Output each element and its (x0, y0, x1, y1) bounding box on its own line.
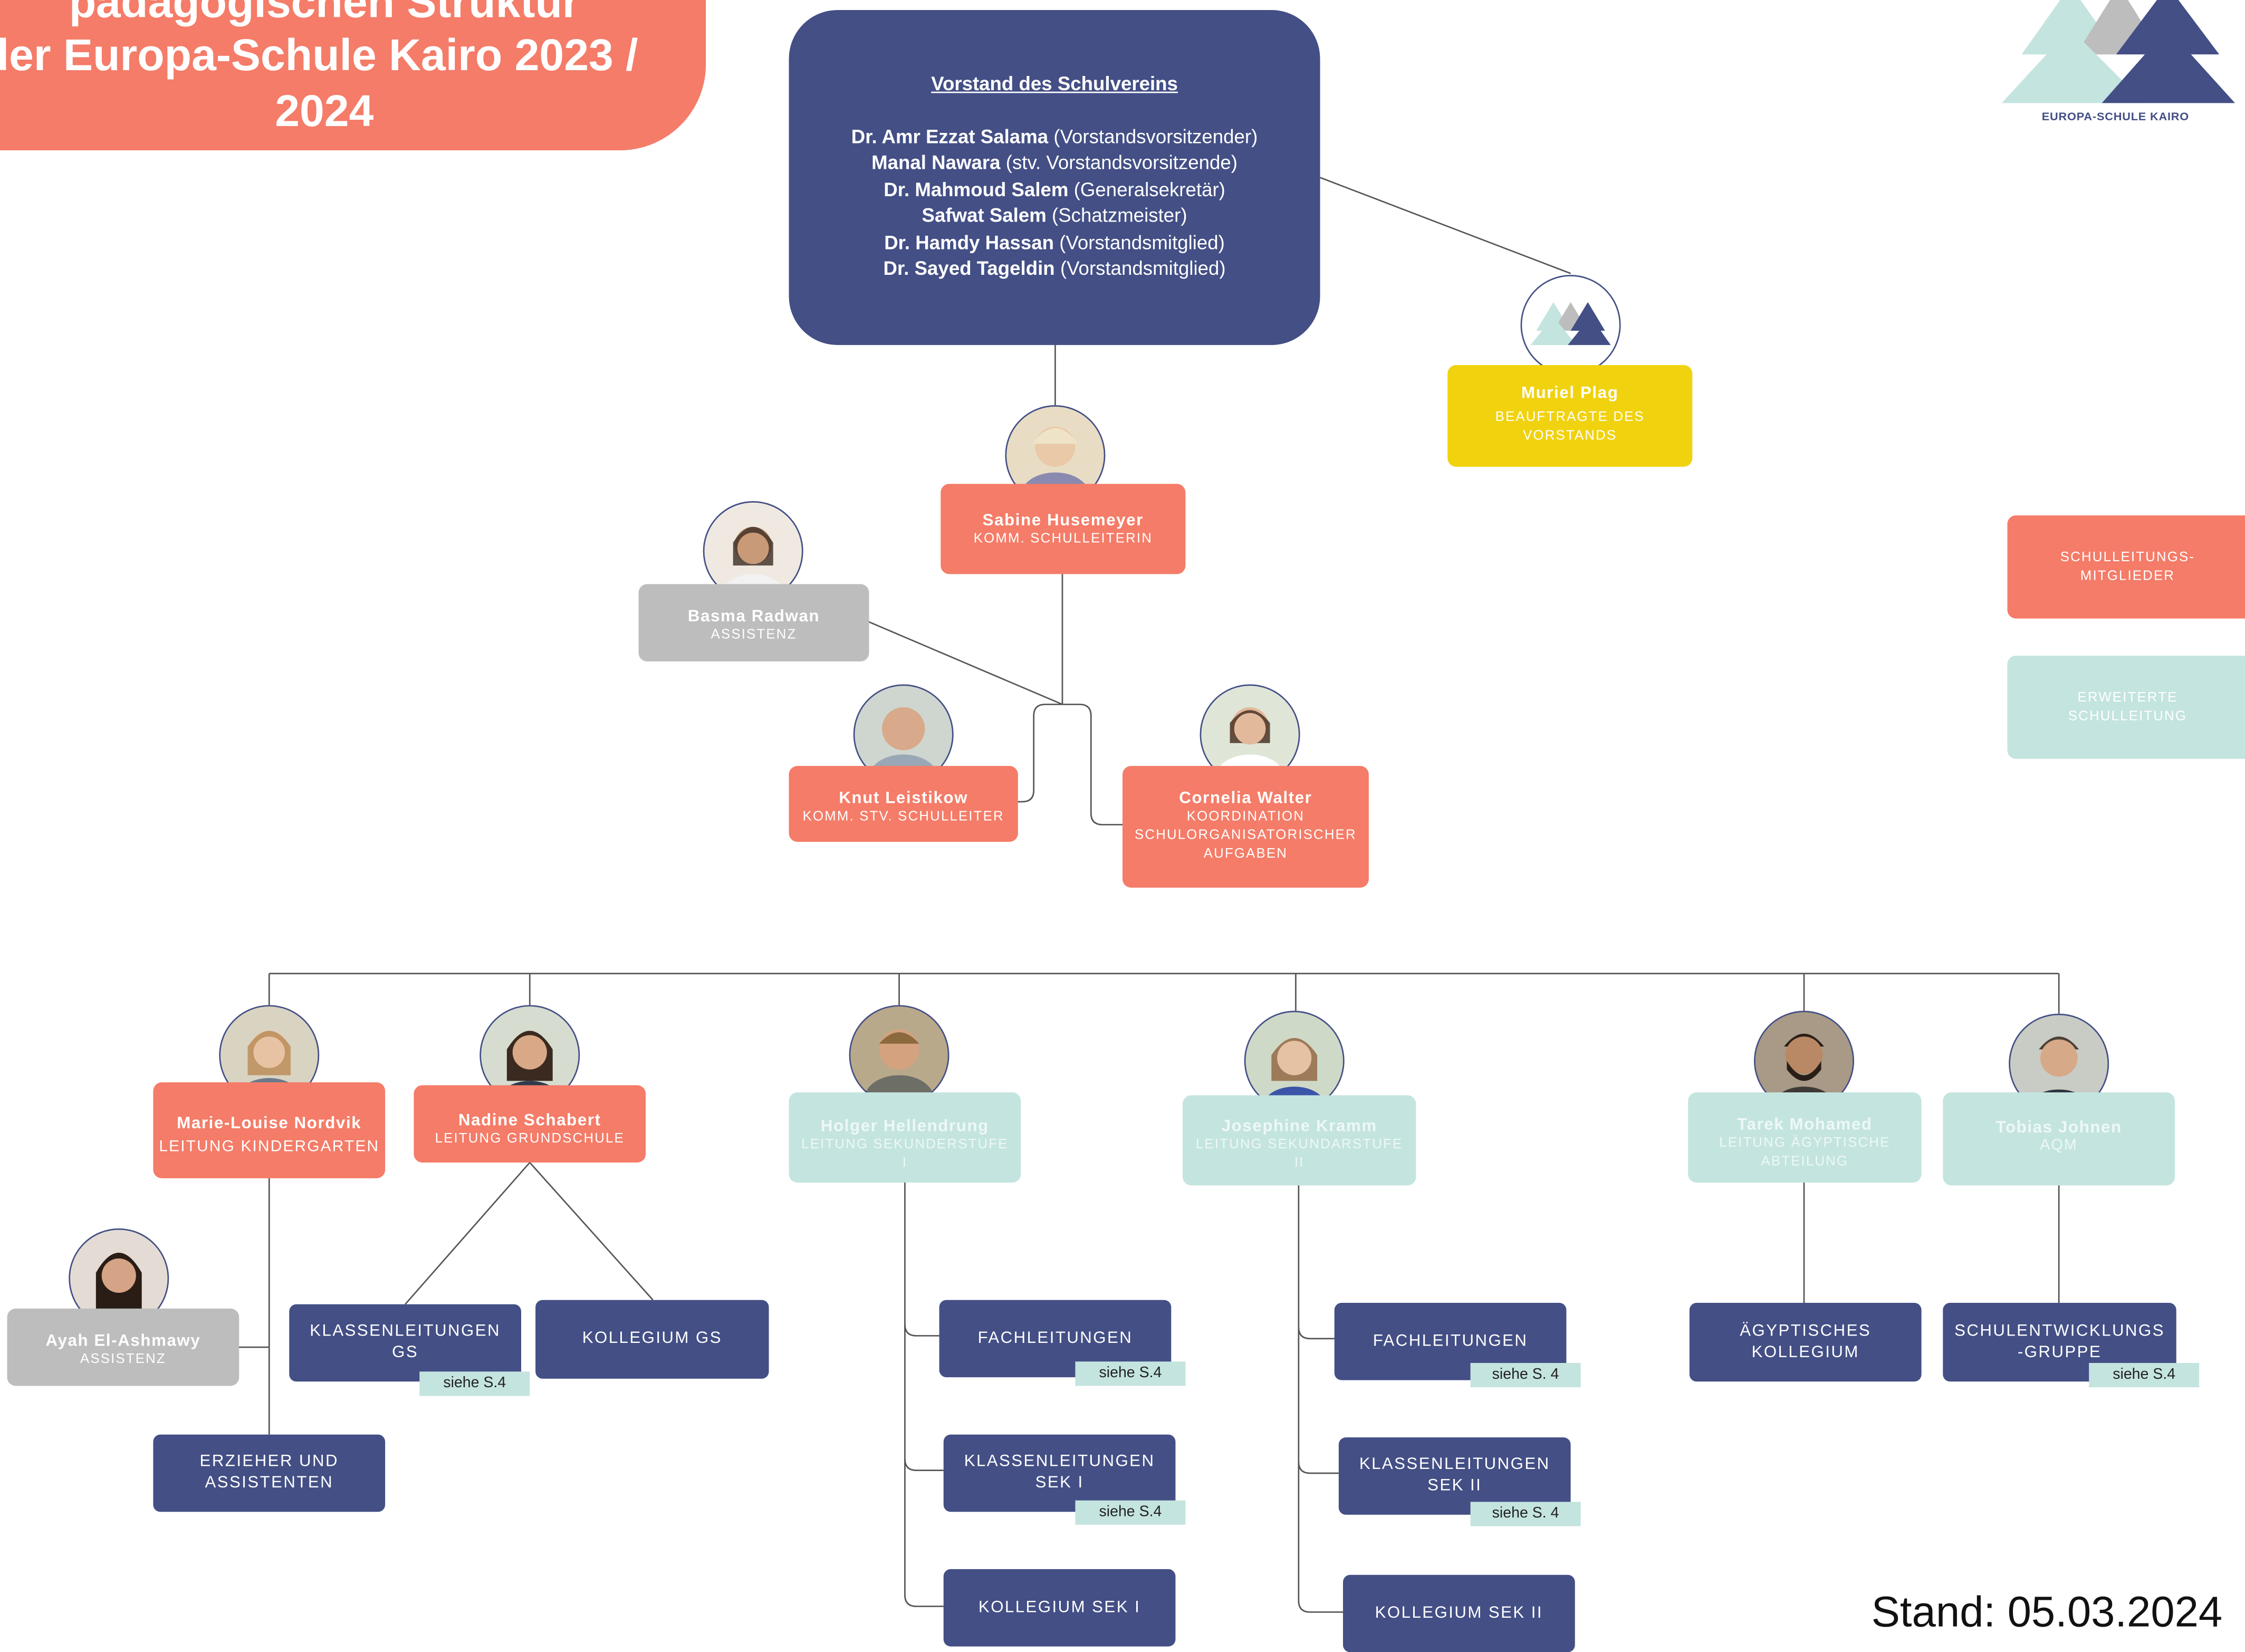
unit-klassenleitungen-sek1: KLASSENLEITUNGEN SEK I (943, 1434, 1176, 1512)
page-ref-tag: siehe S.4 (1075, 1500, 1186, 1525)
card-josephine-kramm: Josephine Kramm LEITUNG SEKUNDARSTUFE II (1183, 1095, 1416, 1186)
board-member: Dr. Amr Ezzat Salama (Vorstandsvorsitzen… (851, 125, 1258, 147)
page-ref-tag: siehe S. 4 (1470, 1363, 1581, 1388)
logo-text: EUROPA-SCHULE KAIRO (2041, 110, 2189, 123)
card-tobias-johnen: Tobias Johnen AQM (1943, 1092, 2175, 1186)
title-line-1: pädagogischen Struktur (69, 0, 580, 27)
unit-klassenleitungen-gs: KLASSENLEITUNGEN GS (289, 1304, 522, 1382)
page-title: pädagogischen Struktur der Europa-Schule… (0, 0, 706, 151)
card-sabine-husemeyer: Sabine Husemeyer KOMM. SCHULLEITERIN (941, 484, 1186, 574)
logo-avatar (1520, 275, 1621, 376)
page-ref-tag: siehe S. 4 (1470, 1502, 1581, 1526)
card-knut-leistikow: Knut Leistikow KOMM. STV. SCHULLEITER (789, 766, 1018, 842)
card-basma-radwan: Basma Radwan ASSISTENZ (638, 584, 869, 662)
page-ref-tag: siehe S.4 (1075, 1361, 1186, 1386)
legend-schulleitung: SCHULLEITUNGS- MITGLIEDER (2007, 515, 2245, 619)
legend-erweiterte-schulleitung: ERWEITERTE SCHULLEITUNG (2007, 656, 2245, 759)
board-member: Dr. Mahmoud Salem (Generalsekretär) (884, 178, 1225, 200)
card-nadine-schabert: Nadine Schabert LEITUNG GRUNDSCHULE (414, 1085, 646, 1163)
school-logo-icon (2001, 0, 2236, 103)
title-line-3: 2024 (275, 85, 374, 136)
title-line-2: der Europa-Schule Kairo 2023 / (0, 30, 638, 81)
board-box: Vorstand des Schulvereins Dr. Amr Ezzat … (789, 10, 1320, 345)
board-member: Dr. Hamdy Hassan (Vorstandsmitglied) (884, 231, 1225, 253)
card-tarek-mohamed: Tarek Mohamed LEITUNG ÄGYPTISCHE ABTEILU… (1688, 1092, 1922, 1183)
board-member: Dr. Sayed Tageldin (Vorstandsmitglied) (883, 257, 1226, 280)
page-ref-tag: siehe S.4 (419, 1371, 530, 1396)
board-member: Manal Nawara (stv. Vorstandsvorsitzende) (871, 151, 1238, 174)
card-muriel-plag: Muriel Plag BEAUFTRAGTE DES VORSTANDS (1447, 365, 1693, 467)
card-holger-hellendrung: Holger Hellendrung LEITUNG SEKUNDERSTUFE… (789, 1092, 1021, 1183)
stand-date: Stand: 05.03.2024 (1871, 1589, 2223, 1637)
card-ayah-el-ashmawy: Ayah El-Ashmawy ASSISTENZ (7, 1308, 239, 1386)
board-member: Safwat Salem (Schatzmeister) (922, 205, 1187, 226)
unit-kollegium-sek2: KOLLEGIUM SEK II (1343, 1574, 1575, 1652)
unit-aegyptisches-kollegium: ÄGYPTISCHES KOLLEGIUM (1689, 1303, 1922, 1382)
unit-erzieher: ERZIEHER UND ASSISTENTEN (153, 1434, 386, 1512)
unit-fachleitungen-sek1: FACHLEITUNGEN (939, 1300, 1172, 1378)
avatar (849, 1005, 949, 1106)
card-cornelia-walter: Cornelia Walter KOORDINATION SCHULORGANI… (1122, 766, 1369, 888)
board-title: Vorstand des Schulvereins (931, 73, 1178, 95)
unit-kollegium-gs: KOLLEGIUM GS (535, 1300, 769, 1379)
unit-schulentwicklungsgruppe: SCHULENTWICKLUNGS -GRUPPE (1943, 1303, 2176, 1382)
unit-kollegium-sek1: KOLLEGIUM SEK I (943, 1569, 1176, 1647)
card-marie-louise-nordvik: Marie-Louise Nordvik LEITUNG KINDERGARTE… (153, 1082, 386, 1178)
page-ref-tag: siehe S.4 (2089, 1363, 2200, 1388)
